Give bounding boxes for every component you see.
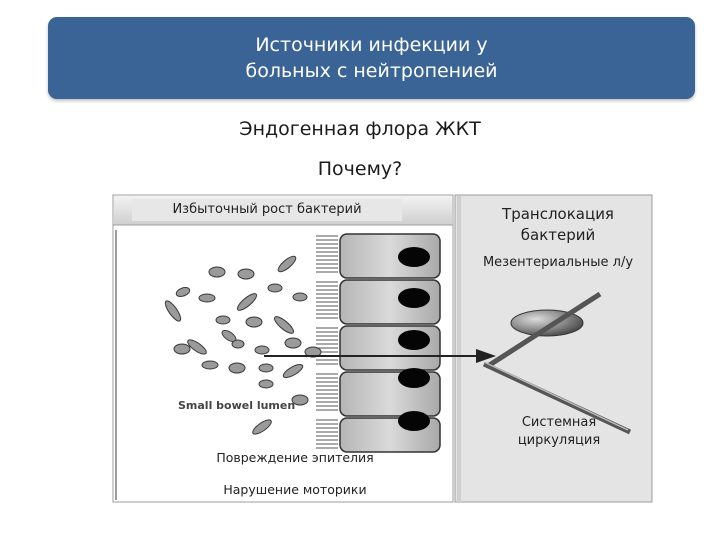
overgrowth-label: Избыточный рост бактерий: [132, 199, 402, 221]
systemic-circulation-label: Системная циркуляция: [497, 414, 621, 450]
epithelium-damage-label: Повреждение эпителия: [200, 450, 390, 465]
translocation-label: Транслокация бактерий: [478, 204, 638, 246]
mesenteric-label: Мезентериальные л/у: [478, 254, 638, 272]
motility-label: Нарушение моторики: [200, 482, 390, 497]
lumen-label: Small bowel lumen: [178, 399, 295, 412]
